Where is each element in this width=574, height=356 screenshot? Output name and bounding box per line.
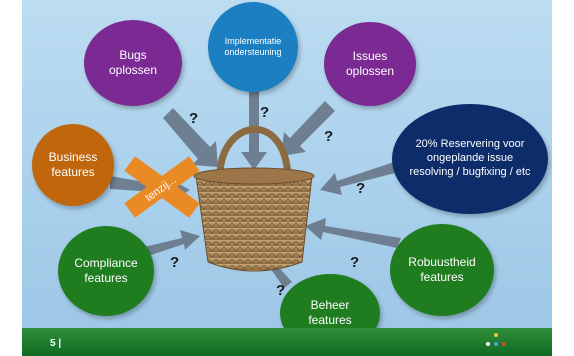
basket [193, 126, 315, 272]
question-mark-robuustheid: ? [350, 254, 360, 271]
arrow-robuustheid [305, 218, 401, 248]
page-number: 5 | [50, 338, 62, 349]
bubble-robuustheid-text: Robuustheid features [408, 255, 476, 284]
diagram-canvas [110, 88, 403, 288]
bubble-reservering: 20% Reservering voor ongeplande issue re… [392, 104, 548, 214]
bubble-reservering-text: 20% Reservering voor ongeplande issue re… [409, 138, 531, 178]
logo-dot-3 [494, 342, 498, 346]
bubble-bugs: Bugs oplossen [84, 20, 182, 106]
bubble-implementatie-text: Implementatie ondersteuning [224, 35, 282, 57]
bubble-business: Business features [32, 124, 114, 206]
slide: tenzij... Bugs oplossen Implementatie on… [22, 0, 552, 356]
cross-bar-2 [124, 156, 200, 218]
bubble-business-text: Business features [48, 150, 98, 179]
basket-body [195, 175, 313, 272]
arrow-reservering [320, 160, 403, 195]
bubble-beheer-text: Beheer features [308, 298, 352, 327]
bubble-issues-text: Issues oplossen [345, 49, 395, 78]
question-mark-issues: ? [324, 128, 334, 145]
question-mark-implementatie: ? [260, 104, 270, 121]
logo-dot-4 [502, 342, 506, 346]
bubble-bugs-text: Bugs oplossen [108, 48, 158, 77]
arrow-issues [281, 101, 335, 156]
basket-handle [216, 126, 292, 177]
bubble-compliance-text: Compliance features [74, 256, 138, 285]
cross [124, 156, 200, 218]
question-mark-compliance: ? [170, 254, 180, 271]
bubble-issues: Issues oplossen [324, 22, 416, 106]
question-mark-beheer: ? [276, 282, 286, 299]
logo-dot-1 [494, 333, 498, 337]
footer-bar [22, 328, 552, 356]
basket-rim [193, 167, 315, 185]
question-mark-reservering: ? [356, 180, 366, 197]
logo-dot-2 [486, 342, 490, 346]
bubble-compliance: Compliance features [58, 226, 154, 316]
question-mark-bugs: ? [189, 110, 199, 127]
bubble-implementatie: Implementatie ondersteuning [208, 2, 298, 92]
bubble-robuustheid: Robuustheid features [390, 224, 494, 316]
arrow-bugs [163, 108, 218, 167]
arrow-compliance [140, 230, 200, 258]
